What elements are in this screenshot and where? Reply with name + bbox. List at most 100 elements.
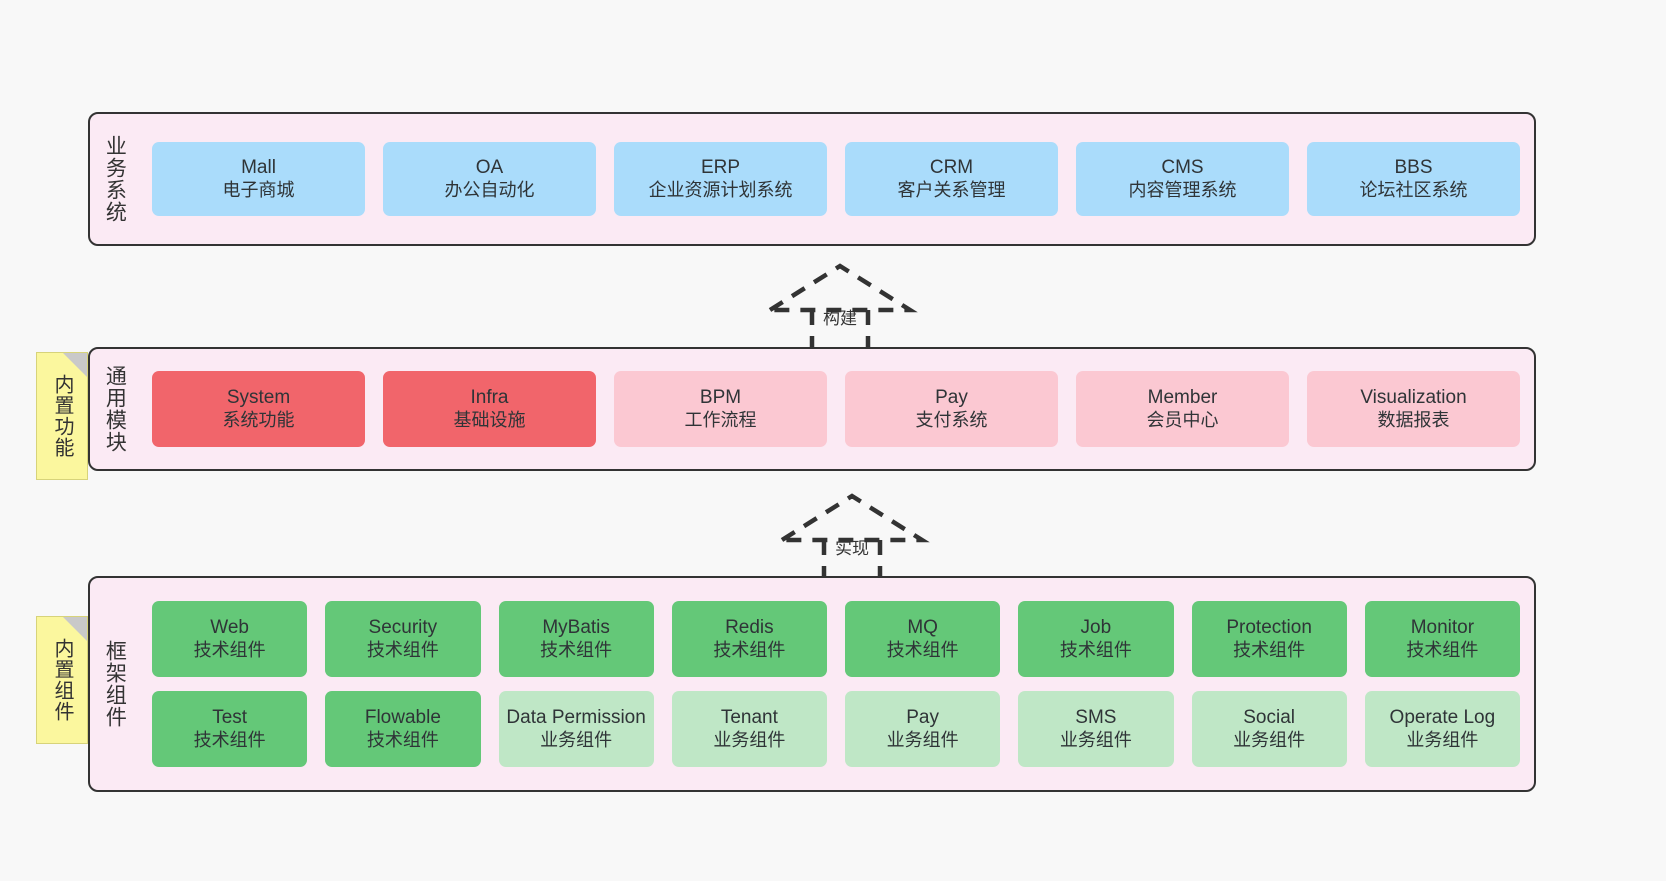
node-title: Security xyxy=(368,617,438,639)
node-subtitle: 业务组件 xyxy=(540,729,613,750)
node-subtitle: 内容管理系统 xyxy=(1128,179,1237,200)
node-title: Infra xyxy=(470,387,509,409)
note-label: 内置功能 xyxy=(51,374,73,458)
layer-body-framework: Web 技术组件 Security 技术组件 MyBatis 技术组件 Redi… xyxy=(138,578,1534,790)
node-subtitle: 工作流程 xyxy=(684,409,757,430)
layer-title-business: 业务系统 xyxy=(103,135,127,223)
layer-body-business: Mall 电子商城 OA 办公自动化 ERP 企业资源计划系统 CRM 客户关系… xyxy=(138,114,1534,244)
node-subtitle: 办公自动化 xyxy=(444,179,535,200)
node-pay-component[interactable]: Pay 业务组件 xyxy=(845,691,1001,767)
node-title: Web xyxy=(210,617,249,639)
note-label: 内置组件 xyxy=(51,638,73,722)
node-subtitle: 业务组件 xyxy=(1059,729,1132,750)
node-subtitle: 支付系统 xyxy=(915,409,988,430)
node-subtitle: 技术组件 xyxy=(366,639,439,660)
node-title: MQ xyxy=(907,617,938,639)
node-title: Flowable xyxy=(364,707,441,729)
node-pay[interactable]: Pay 支付系统 xyxy=(845,371,1058,447)
layer-framework-components: 框架组件 Web 技术组件 Security 技术组件 MyBatis 技术组件… xyxy=(88,576,1536,792)
node-title: Operate Log xyxy=(1389,707,1496,729)
node-tenant[interactable]: Tenant 业务组件 xyxy=(671,691,827,767)
node-row-tech: Web 技术组件 Security 技术组件 MyBatis 技术组件 Redi… xyxy=(152,601,1520,677)
node-title: MyBatis xyxy=(542,617,610,639)
node-infra[interactable]: Infra 基础设施 xyxy=(383,371,596,447)
node-data-permission[interactable]: Data Permission 业务组件 xyxy=(498,691,654,767)
node-test[interactable]: Test 技术组件 xyxy=(152,691,308,767)
layer-body-modules: System 系统功能 Infra 基础设施 BPM 工作流程 Pay 支付系统… xyxy=(138,349,1534,469)
node-cms[interactable]: CMS 内容管理系统 xyxy=(1076,142,1289,216)
node-subtitle: 技术组件 xyxy=(540,639,613,660)
node-monitor[interactable]: Monitor 技术组件 xyxy=(1364,601,1520,677)
node-title: Member xyxy=(1147,387,1218,409)
node-subtitle: 技术组件 xyxy=(1406,639,1479,660)
layer-business-systems: 业务系统 Mall 电子商城 OA 办公自动化 ERP 企业资源计划系统 CRM… xyxy=(88,112,1536,246)
node-job[interactable]: Job 技术组件 xyxy=(1018,601,1174,677)
node-title: OA xyxy=(475,157,504,179)
node-operate-log[interactable]: Operate Log 业务组件 xyxy=(1364,691,1520,767)
node-title: Monitor xyxy=(1410,617,1475,639)
connector-build-label: 构建 xyxy=(823,309,857,328)
node-security[interactable]: Security 技术组件 xyxy=(325,601,481,677)
node-subtitle: 业务组件 xyxy=(1233,729,1306,750)
node-title: ERP xyxy=(700,157,741,179)
node-title: CMS xyxy=(1161,157,1204,179)
node-title: SMS xyxy=(1075,707,1117,729)
node-subtitle: 技术组件 xyxy=(713,639,786,660)
note-builtin-components: 内置组件 xyxy=(36,616,88,744)
node-subtitle: 基础设施 xyxy=(453,409,526,430)
node-system[interactable]: System 系统功能 xyxy=(152,371,365,447)
node-mall[interactable]: Mall 电子商城 xyxy=(152,142,365,216)
node-web[interactable]: Web 技术组件 xyxy=(152,601,308,677)
node-subtitle: 技术组件 xyxy=(886,639,959,660)
node-row: Mall 电子商城 OA 办公自动化 ERP 企业资源计划系统 CRM 客户关系… xyxy=(152,142,1520,216)
layer-title-framework: 框架组件 xyxy=(103,640,127,728)
node-subtitle: 企业资源计划系统 xyxy=(648,179,793,200)
node-member[interactable]: Member 会员中心 xyxy=(1076,371,1289,447)
node-subtitle: 技术组件 xyxy=(366,729,439,750)
node-title: Social xyxy=(1243,707,1295,729)
node-protection[interactable]: Protection 技术组件 xyxy=(1191,601,1347,677)
node-title: Test xyxy=(212,707,248,729)
note-fold-icon xyxy=(63,353,87,377)
node-title: Data Permission xyxy=(506,707,646,729)
node-subtitle: 客户关系管理 xyxy=(897,179,1006,200)
node-title: CRM xyxy=(929,157,974,179)
node-subtitle: 业务组件 xyxy=(886,729,959,750)
node-title: Pay xyxy=(935,387,968,409)
layer-title-modules: 通用模块 xyxy=(103,365,127,453)
node-mq[interactable]: MQ 技术组件 xyxy=(845,601,1001,677)
note-fold-icon xyxy=(63,617,87,641)
node-title: Visualization xyxy=(1360,387,1467,409)
node-subtitle: 技术组件 xyxy=(193,639,266,660)
node-subtitle: 数据报表 xyxy=(1377,409,1450,430)
node-row-biz: Test 技术组件 Flowable 技术组件 Data Permission … xyxy=(152,691,1520,767)
node-title: Job xyxy=(1080,617,1112,639)
node-visualization[interactable]: Visualization 数据报表 xyxy=(1307,371,1520,447)
node-sms[interactable]: SMS 业务组件 xyxy=(1018,691,1174,767)
node-subtitle: 论坛社区系统 xyxy=(1359,179,1468,200)
node-title: BBS xyxy=(1394,157,1433,179)
node-title: Tenant xyxy=(720,707,778,729)
node-social[interactable]: Social 业务组件 xyxy=(1191,691,1347,767)
node-bpm[interactable]: BPM 工作流程 xyxy=(614,371,827,447)
node-erp[interactable]: ERP 企业资源计划系统 xyxy=(614,142,827,216)
node-subtitle: 技术组件 xyxy=(193,729,266,750)
node-title: Protection xyxy=(1226,617,1312,639)
node-subtitle: 业务组件 xyxy=(713,729,786,750)
node-row: System 系统功能 Infra 基础设施 BPM 工作流程 Pay 支付系统… xyxy=(152,371,1520,447)
node-oa[interactable]: OA 办公自动化 xyxy=(383,142,596,216)
node-title: BPM xyxy=(699,387,742,409)
node-crm[interactable]: CRM 客户关系管理 xyxy=(845,142,1058,216)
node-title: System xyxy=(226,387,291,409)
node-title: Pay xyxy=(906,707,939,729)
node-subtitle: 技术组件 xyxy=(1233,639,1306,660)
node-redis[interactable]: Redis 技术组件 xyxy=(671,601,827,677)
node-flowable[interactable]: Flowable 技术组件 xyxy=(325,691,481,767)
node-bbs[interactable]: BBS 论坛社区系统 xyxy=(1307,142,1520,216)
node-mybatis[interactable]: MyBatis 技术组件 xyxy=(498,601,654,677)
node-subtitle: 会员中心 xyxy=(1146,409,1219,430)
node-subtitle: 技术组件 xyxy=(1059,639,1132,660)
connector-implement-label: 实现 xyxy=(835,539,869,558)
node-subtitle: 业务组件 xyxy=(1406,729,1479,750)
